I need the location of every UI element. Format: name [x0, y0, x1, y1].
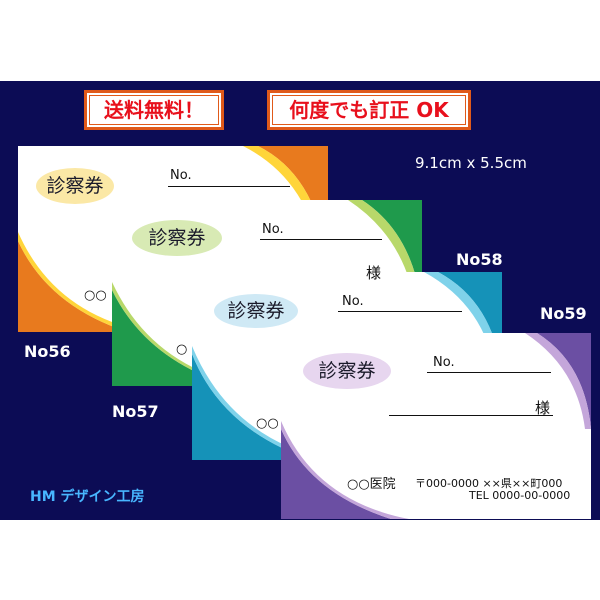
clinic-address: 〒000-0000 ××県××町000: [415, 477, 563, 490]
model-number-no59: No59: [540, 304, 587, 323]
clinic-phone: TEL 0000-00-0000: [469, 489, 571, 502]
card-no56-number-underline: [168, 186, 290, 187]
number-label: No.: [342, 294, 364, 309]
card-title-badge: 診察券: [303, 353, 391, 389]
card-title-badge: 診察券: [132, 220, 222, 256]
model-number-no56: No56: [24, 342, 71, 361]
free-shipping-banner: 送料無料！: [84, 90, 224, 130]
clinic-name: ○○: [256, 416, 279, 431]
clinic-name: ○: [176, 342, 188, 357]
number-field: No.: [170, 168, 192, 183]
card-title-badge: 診察券: [36, 168, 114, 204]
card-title-badge: 診察券: [214, 294, 298, 328]
card-size-label: 9.1cm x 5.5cm: [415, 154, 527, 172]
number-label: No.: [170, 168, 192, 183]
patient-name-line: [389, 415, 553, 416]
brand-name: HM デザイン工房: [30, 489, 145, 505]
model-number-no58: No58: [456, 250, 503, 269]
card-no57-number-underline: [260, 239, 382, 240]
card-no59[interactable]: 診察券 No. 様 ○○医院 〒000-0000 ××県××町000 TEL 0…: [281, 333, 591, 519]
card-no58-number-underline: [338, 311, 462, 312]
number-label: No.: [433, 355, 455, 370]
patient-name-suffix: 様: [535, 399, 551, 417]
card-no58-patient-suffix: 様: [366, 264, 382, 282]
clinic-name: ○○医院: [347, 477, 396, 492]
number-underline: [427, 372, 551, 373]
number-field: No.: [262, 222, 284, 237]
card-decoration: [281, 333, 591, 519]
model-number-no57: No57: [112, 402, 159, 421]
clinic-name: ○○: [84, 288, 107, 303]
number-field: No.: [342, 294, 364, 309]
free-revisions-banner: 何度でも訂正 OK: [267, 90, 471, 130]
number-label: No.: [262, 222, 284, 237]
number-field: No.: [427, 355, 551, 373]
